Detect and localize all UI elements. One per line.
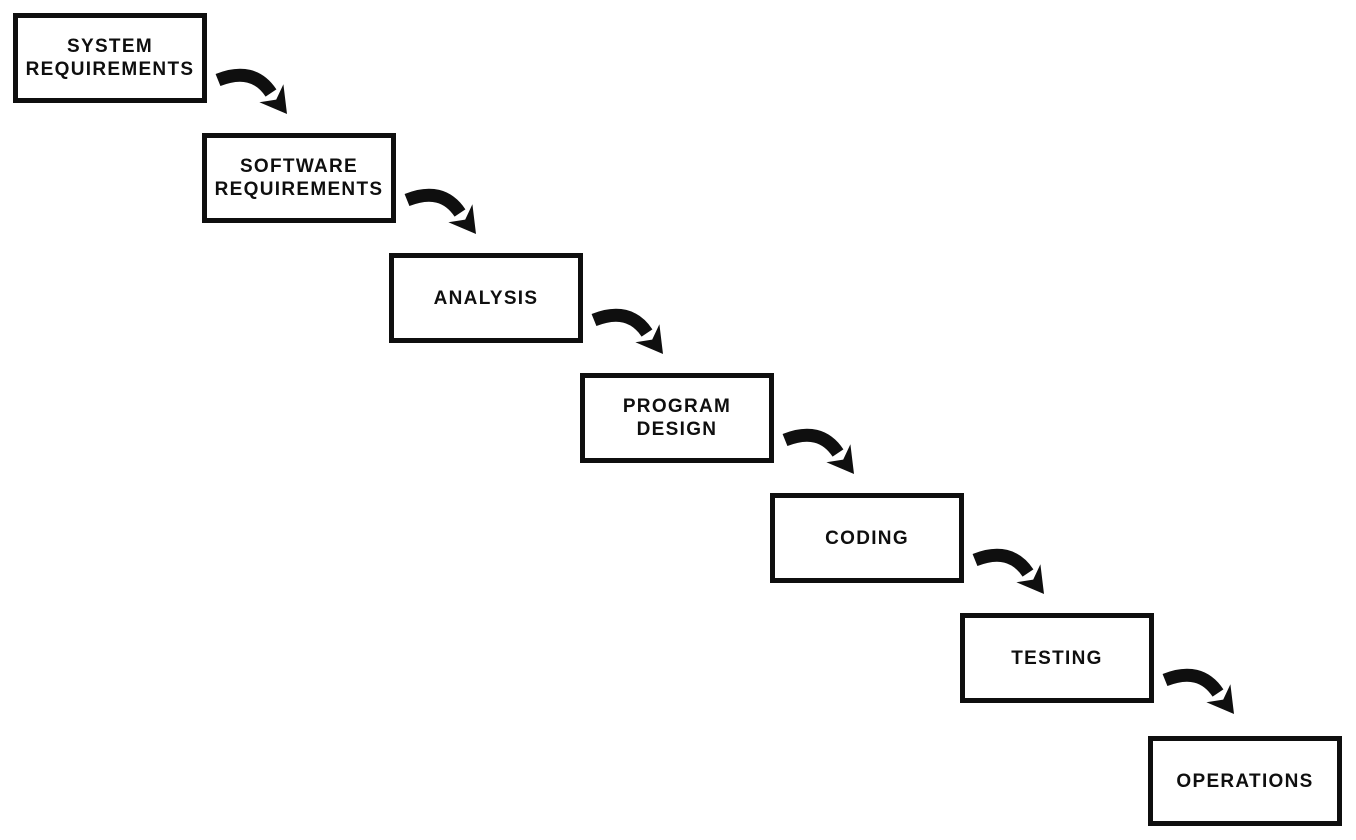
flow-box-label: CODING	[825, 527, 909, 549]
flow-box-software-requirements: SOFTWARE REQUIREMENTS	[202, 133, 396, 223]
flow-box-label: SYSTEM REQUIREMENTS	[25, 36, 195, 80]
flow-box-label: SOFTWARE REQUIREMENTS	[214, 156, 384, 200]
flow-arrow-icon-6	[1160, 663, 1244, 725]
flow-arrow-icon-5	[970, 543, 1054, 605]
flow-box-label: TESTING	[1011, 647, 1103, 669]
flow-box-testing: TESTING	[960, 613, 1154, 703]
flow-arrow-icon-1	[213, 63, 297, 125]
flow-box-program-design: PROGRAM DESIGN	[580, 373, 774, 463]
flow-arrow-icon-4	[780, 423, 864, 485]
flow-box-operations: OPERATIONS	[1148, 736, 1342, 826]
flow-box-label: OPERATIONS	[1176, 770, 1314, 792]
flow-arrow-icon-3	[589, 303, 673, 365]
flow-arrow-icon-2	[402, 183, 486, 245]
flow-box-system-requirements: SYSTEM REQUIREMENTS	[13, 13, 207, 103]
flow-box-label: ANALYSIS	[433, 287, 539, 309]
flow-box-label: PROGRAM DESIGN	[622, 396, 732, 440]
flow-box-analysis: ANALYSIS	[389, 253, 583, 343]
flow-box-coding: CODING	[770, 493, 964, 583]
